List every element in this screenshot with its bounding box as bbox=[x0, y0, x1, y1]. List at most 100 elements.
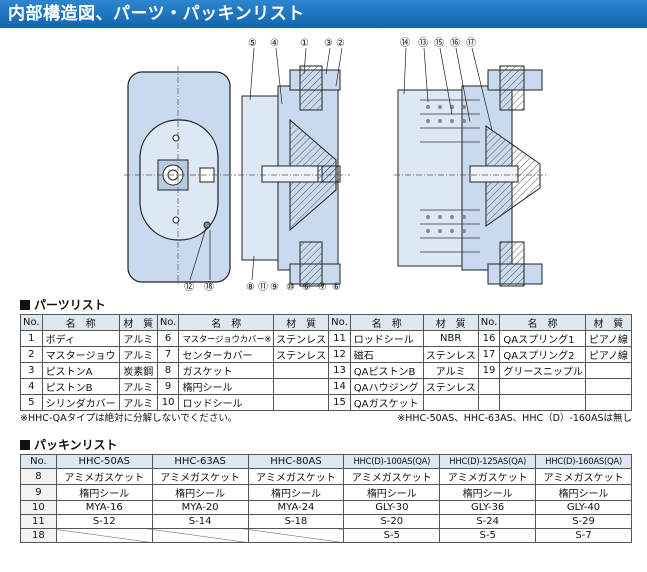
packing-cell: MYA-20 bbox=[151, 500, 249, 515]
callout-5: ⑤ bbox=[248, 38, 257, 49]
packing-cell: GLY-40 bbox=[535, 500, 632, 515]
table-row: 4 ピストンB アルミ 9 楕円シール 14 QAハウジング ステンレス bbox=[20, 378, 633, 395]
table-row: 18 S-5 S-5 S-7 bbox=[20, 528, 632, 543]
packing-cell-empty bbox=[247, 528, 345, 543]
part-name: QAスプリング2 bbox=[499, 346, 586, 363]
part-no: 3 bbox=[20, 362, 43, 379]
part-no: 6 bbox=[156, 330, 180, 347]
packing-cell: アミメガスケット bbox=[439, 468, 537, 485]
part-no: 17 bbox=[477, 346, 501, 363]
callout-16: ⑯ bbox=[450, 37, 460, 49]
part-name: マスタージョウカバー※ bbox=[178, 330, 275, 347]
callout-11: ⑪ bbox=[258, 281, 268, 292]
table-row: 11 S-12 S-14 S-18 S-20 S-24 S-29 bbox=[20, 514, 632, 529]
callout-14: ⑭ bbox=[400, 37, 410, 49]
callout-8: ⑧ bbox=[246, 282, 255, 292]
section-view-right bbox=[394, 65, 548, 287]
part-material: アルミ bbox=[118, 346, 158, 363]
part-material: 炭素鋼 bbox=[118, 362, 158, 379]
part-name: 楕円シール bbox=[178, 378, 275, 395]
packing-cell: S-5 bbox=[439, 528, 537, 543]
header-no: No. bbox=[156, 314, 180, 331]
header-no: No. bbox=[20, 314, 43, 331]
packing-cell: S-24 bbox=[439, 514, 537, 529]
packing-list-heading: パッキンリスト bbox=[20, 436, 118, 453]
packing-cell: MYA-16 bbox=[55, 500, 153, 515]
part-material bbox=[273, 394, 330, 411]
part-name: マスタージョウ bbox=[41, 346, 120, 363]
page-title: 内部構造図、パーツ・パッキンリスト bbox=[0, 0, 647, 28]
callout-3: ③ bbox=[324, 38, 333, 49]
parts-list-heading: パーツリスト bbox=[20, 296, 106, 313]
part-no: 12 bbox=[328, 346, 351, 363]
header-name: 名 称 bbox=[349, 314, 424, 331]
part-name: ロッドシール bbox=[349, 330, 424, 347]
part-no: 2 bbox=[20, 346, 43, 363]
part-material bbox=[584, 362, 633, 379]
header-name: 名 称 bbox=[499, 314, 586, 331]
front-view bbox=[124, 66, 236, 286]
packing-cell: S-12 bbox=[55, 514, 153, 529]
part-name bbox=[499, 378, 586, 395]
section-view-left bbox=[238, 65, 350, 287]
packing-list-table: No. HHC-50AS HHC-63AS HHC-80AS HHC(D)-10… bbox=[20, 454, 632, 543]
part-no bbox=[477, 378, 501, 395]
part-no: 11 bbox=[328, 330, 351, 347]
packing-cell: 楕円シール bbox=[151, 484, 249, 501]
callout-9: ⑨ bbox=[270, 282, 279, 292]
part-material bbox=[422, 394, 479, 411]
packing-no: 10 bbox=[20, 500, 57, 515]
part-name: 磁石 bbox=[349, 346, 424, 363]
packing-cell: アミメガスケット bbox=[55, 468, 153, 485]
callout-17: ⑰ bbox=[466, 37, 476, 49]
part-no: 7 bbox=[156, 346, 180, 363]
table-row: 8 アミメガスケット アミメガスケット アミメガスケット アミメガスケット アミ… bbox=[20, 468, 632, 485]
part-name: シリンダカバー bbox=[41, 394, 120, 411]
part-material: ステンレス bbox=[273, 330, 330, 347]
callout-15: ⑮ bbox=[434, 37, 444, 49]
callout-12: ⑫ bbox=[184, 281, 194, 292]
packing-header-model: HHC-63AS bbox=[151, 454, 249, 469]
part-name: QAスプリング1 bbox=[499, 330, 586, 347]
part-material: ピアノ線 bbox=[584, 330, 633, 347]
header-no: No. bbox=[328, 314, 351, 331]
part-no: 15 bbox=[328, 394, 351, 411]
part-material: アルミ bbox=[118, 378, 158, 395]
packing-cell: 楕円シール bbox=[343, 484, 441, 501]
part-name: グリースニップル bbox=[499, 362, 586, 379]
parts-note-right: ※HHC-50AS、HHC-63AS、HHC（D）-160ASは無し bbox=[397, 413, 632, 424]
packing-cell: S-29 bbox=[535, 514, 632, 529]
callout-1: ① bbox=[300, 38, 309, 49]
part-no: 10 bbox=[156, 394, 180, 411]
part-material: NBR bbox=[422, 330, 479, 347]
part-name: QAガスケット bbox=[349, 394, 424, 411]
table-row: 1 ボディ アルミ 6 マスタージョウカバー※ ステンレス 11 ロッドシール … bbox=[20, 330, 633, 347]
packing-cell-empty bbox=[55, 528, 153, 543]
packing-header-model: HHC-80AS bbox=[247, 454, 345, 469]
part-no: 5 bbox=[20, 394, 43, 411]
packing-cell: 楕円シール bbox=[535, 484, 632, 501]
packing-header-model: HHC-50AS bbox=[55, 454, 153, 469]
packing-header-model: HHC(D)-100AS(QA) bbox=[343, 454, 441, 469]
packing-cell: S-18 bbox=[247, 514, 345, 529]
part-no bbox=[477, 394, 501, 411]
packing-cell: 楕円シール bbox=[247, 484, 345, 501]
packing-cell: アミメガスケット bbox=[151, 468, 249, 485]
header-material: 材 質 bbox=[118, 314, 158, 331]
part-name: QAハウジング bbox=[349, 378, 424, 395]
packing-no: 11 bbox=[20, 514, 57, 529]
part-no: 1 bbox=[20, 330, 43, 347]
part-material: アルミ bbox=[118, 330, 158, 347]
callout-7: ⑦ bbox=[318, 282, 327, 292]
callout-2: ② bbox=[336, 38, 345, 49]
part-name: センターカバー bbox=[178, 346, 275, 363]
packing-list-heading-text: パッキンリスト bbox=[34, 438, 118, 452]
callout-10: ⑩ bbox=[286, 282, 295, 292]
header-name: 名 称 bbox=[178, 314, 275, 331]
header-material: 材 質 bbox=[273, 314, 330, 331]
part-name: ピストンB bbox=[41, 378, 120, 395]
part-material: アルミ bbox=[118, 394, 158, 411]
part-material: ステンレス bbox=[422, 346, 479, 363]
part-material: ステンレス bbox=[273, 346, 330, 363]
packing-header-model: HHC(D)-125AS(QA) bbox=[439, 454, 537, 469]
